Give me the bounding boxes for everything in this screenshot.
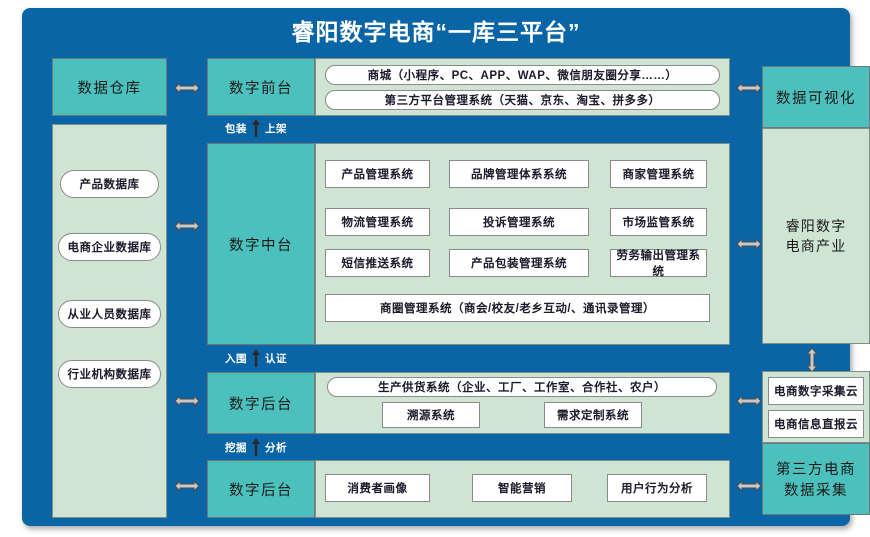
arrow-database-to-analytics xyxy=(174,479,200,493)
midstage-item-labor-export[interactable]: 劳务输出管理系统 xyxy=(610,249,707,278)
section-header-digital-frontstage[interactable]: 数字前台 xyxy=(207,58,315,116)
midstage-item-business-circle[interactable]: 商圈管理系统（商会/校友/老乡互动/、通讯录管理） xyxy=(325,294,710,322)
arrow-database-to-midstage xyxy=(174,219,200,233)
database-item-industry-institution[interactable]: 行业机构数据库 xyxy=(58,360,161,388)
analytics-item-user-behavior[interactable]: 用户行为分析 xyxy=(607,474,707,502)
arrow-warehouse-to-frontstage xyxy=(174,81,200,95)
flow-label-analysis: 分析 xyxy=(265,442,287,454)
left-header-data-warehouse[interactable]: 数据仓库 xyxy=(52,58,167,116)
database-item-product[interactable]: 产品数据库 xyxy=(60,170,159,198)
midstage-item-sms-push[interactable]: 短信推送系统 xyxy=(325,249,430,277)
industry-label-line2: 电商产业 xyxy=(785,238,847,254)
midstage-item-product-management[interactable]: 产品管理系统 xyxy=(325,160,430,188)
up-arrow-icon-analysis xyxy=(252,438,260,456)
frontstage-item-mall[interactable]: 商城（小程序、PC、APP、WAP、微信朋友圈分享……） xyxy=(325,65,720,85)
midstage-item-brand-management[interactable]: 品牌管理体系系统 xyxy=(449,160,589,188)
backstage-item-traceability[interactable]: 溯源系统 xyxy=(382,402,480,428)
flow-label-shortlist: 入围 xyxy=(225,353,247,365)
database-item-ecommerce-enterprise[interactable]: 电商企业数据库 xyxy=(58,233,161,261)
cloud-item-info-direct-report[interactable]: 电商信息直报云 xyxy=(768,410,864,438)
frontstage-item-third-party-platform[interactable]: 第三方平台管理系统（天猫、京东、淘宝、拼多多） xyxy=(325,90,720,110)
analytics-item-smart-marketing[interactable]: 智能营销 xyxy=(472,474,572,502)
third-party-label-line2: 数据采集 xyxy=(784,483,848,499)
industry-label-line1: 睿阳数字 xyxy=(785,218,847,234)
up-arrow-icon-certification xyxy=(252,349,260,367)
cloud-item-data-collection[interactable]: 电商数字采集云 xyxy=(768,377,864,405)
flow-label-listing: 上架 xyxy=(265,123,287,135)
flow-label-certification: 认证 xyxy=(265,353,287,365)
arrow-midstage-to-industry xyxy=(736,237,762,251)
arrow-database-to-backstage xyxy=(174,394,200,408)
page-title: 睿阳数字电商“一库三平台” xyxy=(291,19,581,45)
midstage-item-logistics-management[interactable]: 物流管理系统 xyxy=(325,208,430,236)
analytics-item-consumer-profile[interactable]: 消费者画像 xyxy=(325,474,430,502)
midstage-item-market-supervision[interactable]: 市场监管系统 xyxy=(610,208,707,236)
right-header-data-visualization[interactable]: 数据可视化 xyxy=(762,66,870,128)
midstage-item-merchant-management[interactable]: 商家管理系统 xyxy=(610,160,707,188)
section-header-digital-backstage-analytics[interactable]: 数字后台 xyxy=(207,460,315,518)
arrow-frontstage-to-visualization xyxy=(736,81,762,95)
arrow-backstage-to-cloud xyxy=(736,394,762,408)
arrow-industry-to-cloud xyxy=(805,347,819,373)
backstage-item-demand-customization[interactable]: 需求定制系统 xyxy=(544,402,642,428)
midstage-item-complaint-management[interactable]: 投诉管理系统 xyxy=(449,208,589,236)
section-header-digital-backstage-supply[interactable]: 数字后台 xyxy=(207,372,315,434)
section-header-digital-midstage[interactable]: 数字中台 xyxy=(207,143,315,345)
backstage-item-production-supply[interactable]: 生产供货系统（企业、工厂、工作室、合作社、农户） xyxy=(327,377,717,397)
arrow-analytics-to-third-party xyxy=(736,479,762,493)
third-party-label-line1: 第三方电商 xyxy=(776,462,856,478)
flow-label-packaging: 包装 xyxy=(225,123,247,135)
database-item-practitioner[interactable]: 从业人员数据库 xyxy=(58,300,161,328)
up-arrow-icon-packaging xyxy=(252,119,260,137)
third-party-data-collection-box[interactable]: 第三方电商 数据采集 xyxy=(762,443,870,515)
industry-panel: 睿阳数字 电商产业 xyxy=(762,128,870,344)
midstage-item-product-packaging[interactable]: 产品包装管理系统 xyxy=(449,249,589,277)
flow-label-mining: 挖掘 xyxy=(225,442,247,454)
diagram-frame: 睿阳数字电商“一库三平台” 数据仓库 产品数据库 电商企业数据库 从业人员数据库… xyxy=(22,8,870,526)
